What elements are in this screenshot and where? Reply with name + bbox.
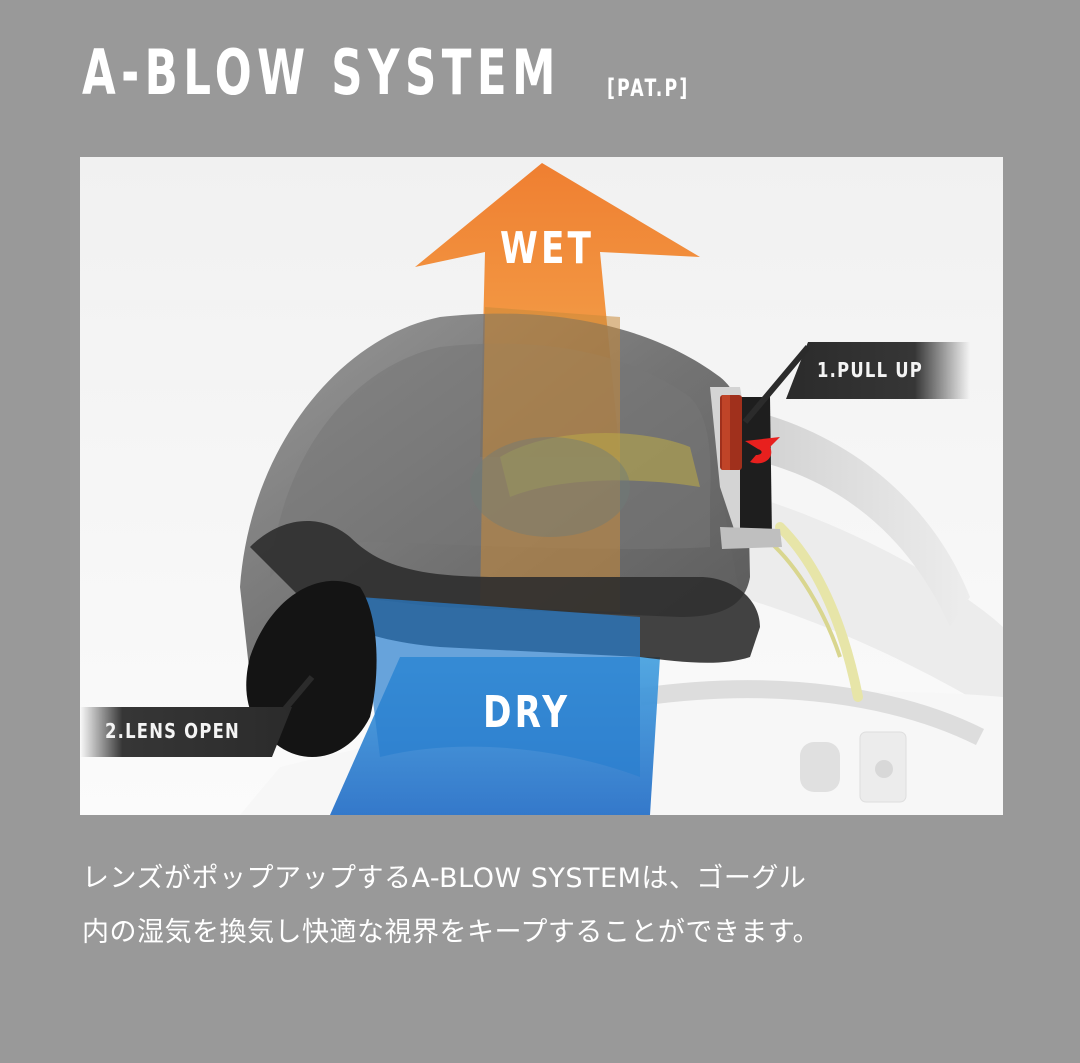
- goggle-diagram-graphic: [80, 163, 1003, 815]
- dry-arrow-label: DRY: [483, 687, 571, 738]
- feature-description: レンズがポップアップするA-BLOW SYSTEMは、ゴーグル 内の湿気を換気し…: [82, 852, 1042, 960]
- title-main: A-BLOW SYSTEM: [82, 36, 561, 109]
- description-line-1: レンズがポップアップするA-BLOW SYSTEMは、ゴーグル: [82, 863, 807, 894]
- callout-pull-up: 1.PULL UP: [817, 358, 923, 382]
- description-line-2: 内の湿気を換気し快適な視界をキープすることができます。: [82, 917, 821, 948]
- callout-lens-open: 2.LENS OPEN: [105, 719, 240, 743]
- page-title: A-BLOW SYSTEM: [82, 42, 696, 104]
- patent-pending-badge: [PAT.P]: [607, 74, 690, 102]
- goggle-illustration: WET DRY 1.PULL UP 2.LENS OPEN: [80, 157, 1003, 815]
- wet-arrow-label: WET: [500, 223, 595, 274]
